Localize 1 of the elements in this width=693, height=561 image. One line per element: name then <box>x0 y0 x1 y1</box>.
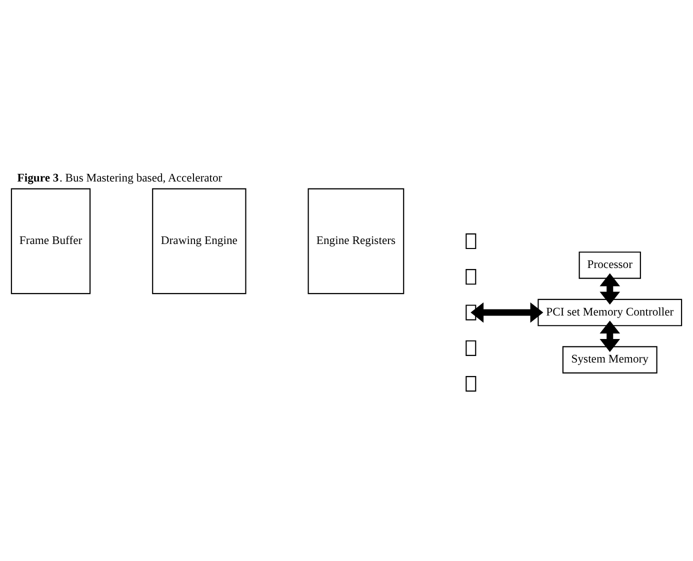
diagram-title: Figure 3. Bus Mastering based, Accelerator <box>17 171 222 184</box>
